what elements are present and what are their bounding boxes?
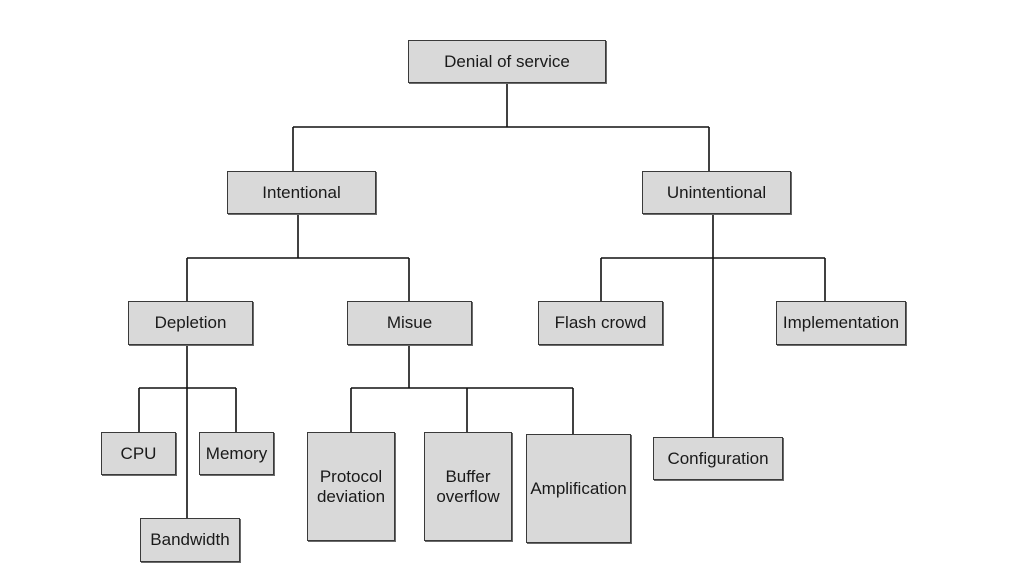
node-depletion: Depletion <box>128 301 253 345</box>
node-buffer-overflow: Buffer overflow <box>424 432 512 541</box>
node-cpu: CPU <box>101 432 176 475</box>
node-flash-crowd: Flash crowd <box>538 301 663 345</box>
node-denial-of-service: Denial of service <box>408 40 606 83</box>
node-protocol-deviation: Protocol deviation <box>307 432 395 541</box>
node-intentional: Intentional <box>227 171 376 214</box>
node-configuration: Configuration <box>653 437 783 480</box>
node-implementation: Implementation <box>776 301 906 345</box>
node-memory: Memory <box>199 432 274 475</box>
node-misuse: Misue <box>347 301 472 345</box>
node-bandwidth: Bandwidth <box>140 518 240 562</box>
node-unintentional: Unintentional <box>642 171 791 214</box>
node-amplification: Amplification <box>526 434 631 543</box>
